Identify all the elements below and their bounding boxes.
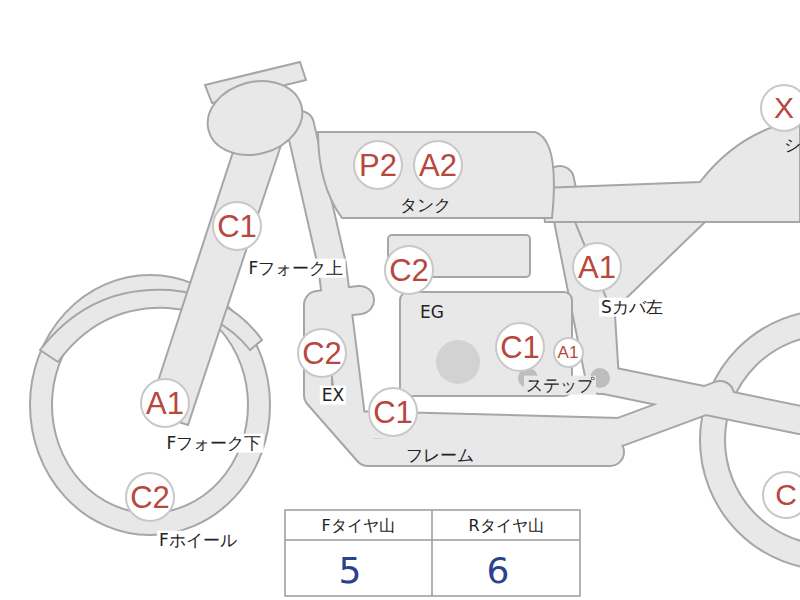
part-name: Sカバ左	[599, 298, 665, 317]
damage-code: C1	[217, 211, 257, 242]
damage-code: C	[775, 480, 797, 510]
damage-code: X	[774, 93, 794, 123]
damage-code: A1	[558, 344, 579, 361]
damage-code-circle: C2	[384, 245, 434, 295]
part-name: Fフォーク下	[165, 434, 264, 453]
part-name: Fフォーク上	[247, 259, 346, 278]
part-name: シ	[782, 136, 800, 155]
damage-code-circle: A1	[553, 337, 584, 368]
damage-code: C1	[373, 397, 413, 428]
damage-code-circle: C2	[297, 328, 347, 378]
part-name: タンク	[398, 196, 453, 215]
damage-code-circle: A2	[413, 140, 463, 190]
damage-code: C2	[130, 482, 170, 513]
damage-code-circle: C1	[212, 201, 262, 251]
part-name: フレーム	[404, 446, 476, 465]
damage-code-circle: C1	[368, 387, 418, 437]
damage-code: P2	[359, 150, 397, 181]
part-name: EX	[320, 386, 346, 405]
damage-code: A1	[578, 252, 616, 283]
damage-code: A2	[419, 150, 457, 181]
damage-code-circle: A1	[140, 378, 190, 428]
damage-code-circle: C1	[495, 322, 545, 372]
damage-code: C2	[389, 255, 429, 286]
table-value: 5	[337, 551, 364, 591]
table-header: Fタイヤ山	[319, 517, 396, 535]
damage-code-circle: X	[760, 84, 800, 132]
damage-code: C1	[500, 332, 540, 363]
damage-code-circle: A1	[572, 242, 622, 292]
damage-code: C2	[302, 338, 342, 369]
damage-code-circle: P2	[353, 140, 403, 190]
part-name: EG	[418, 303, 446, 322]
table-header: Rタイヤ山	[466, 517, 545, 535]
damage-code: A1	[146, 388, 184, 419]
damage-code-circle: C2	[125, 472, 175, 522]
table-value: 6	[485, 551, 512, 591]
damage-code-circle: C	[762, 471, 800, 519]
part-name: Fホイール	[157, 531, 239, 550]
part-name: ステップ	[524, 376, 596, 395]
